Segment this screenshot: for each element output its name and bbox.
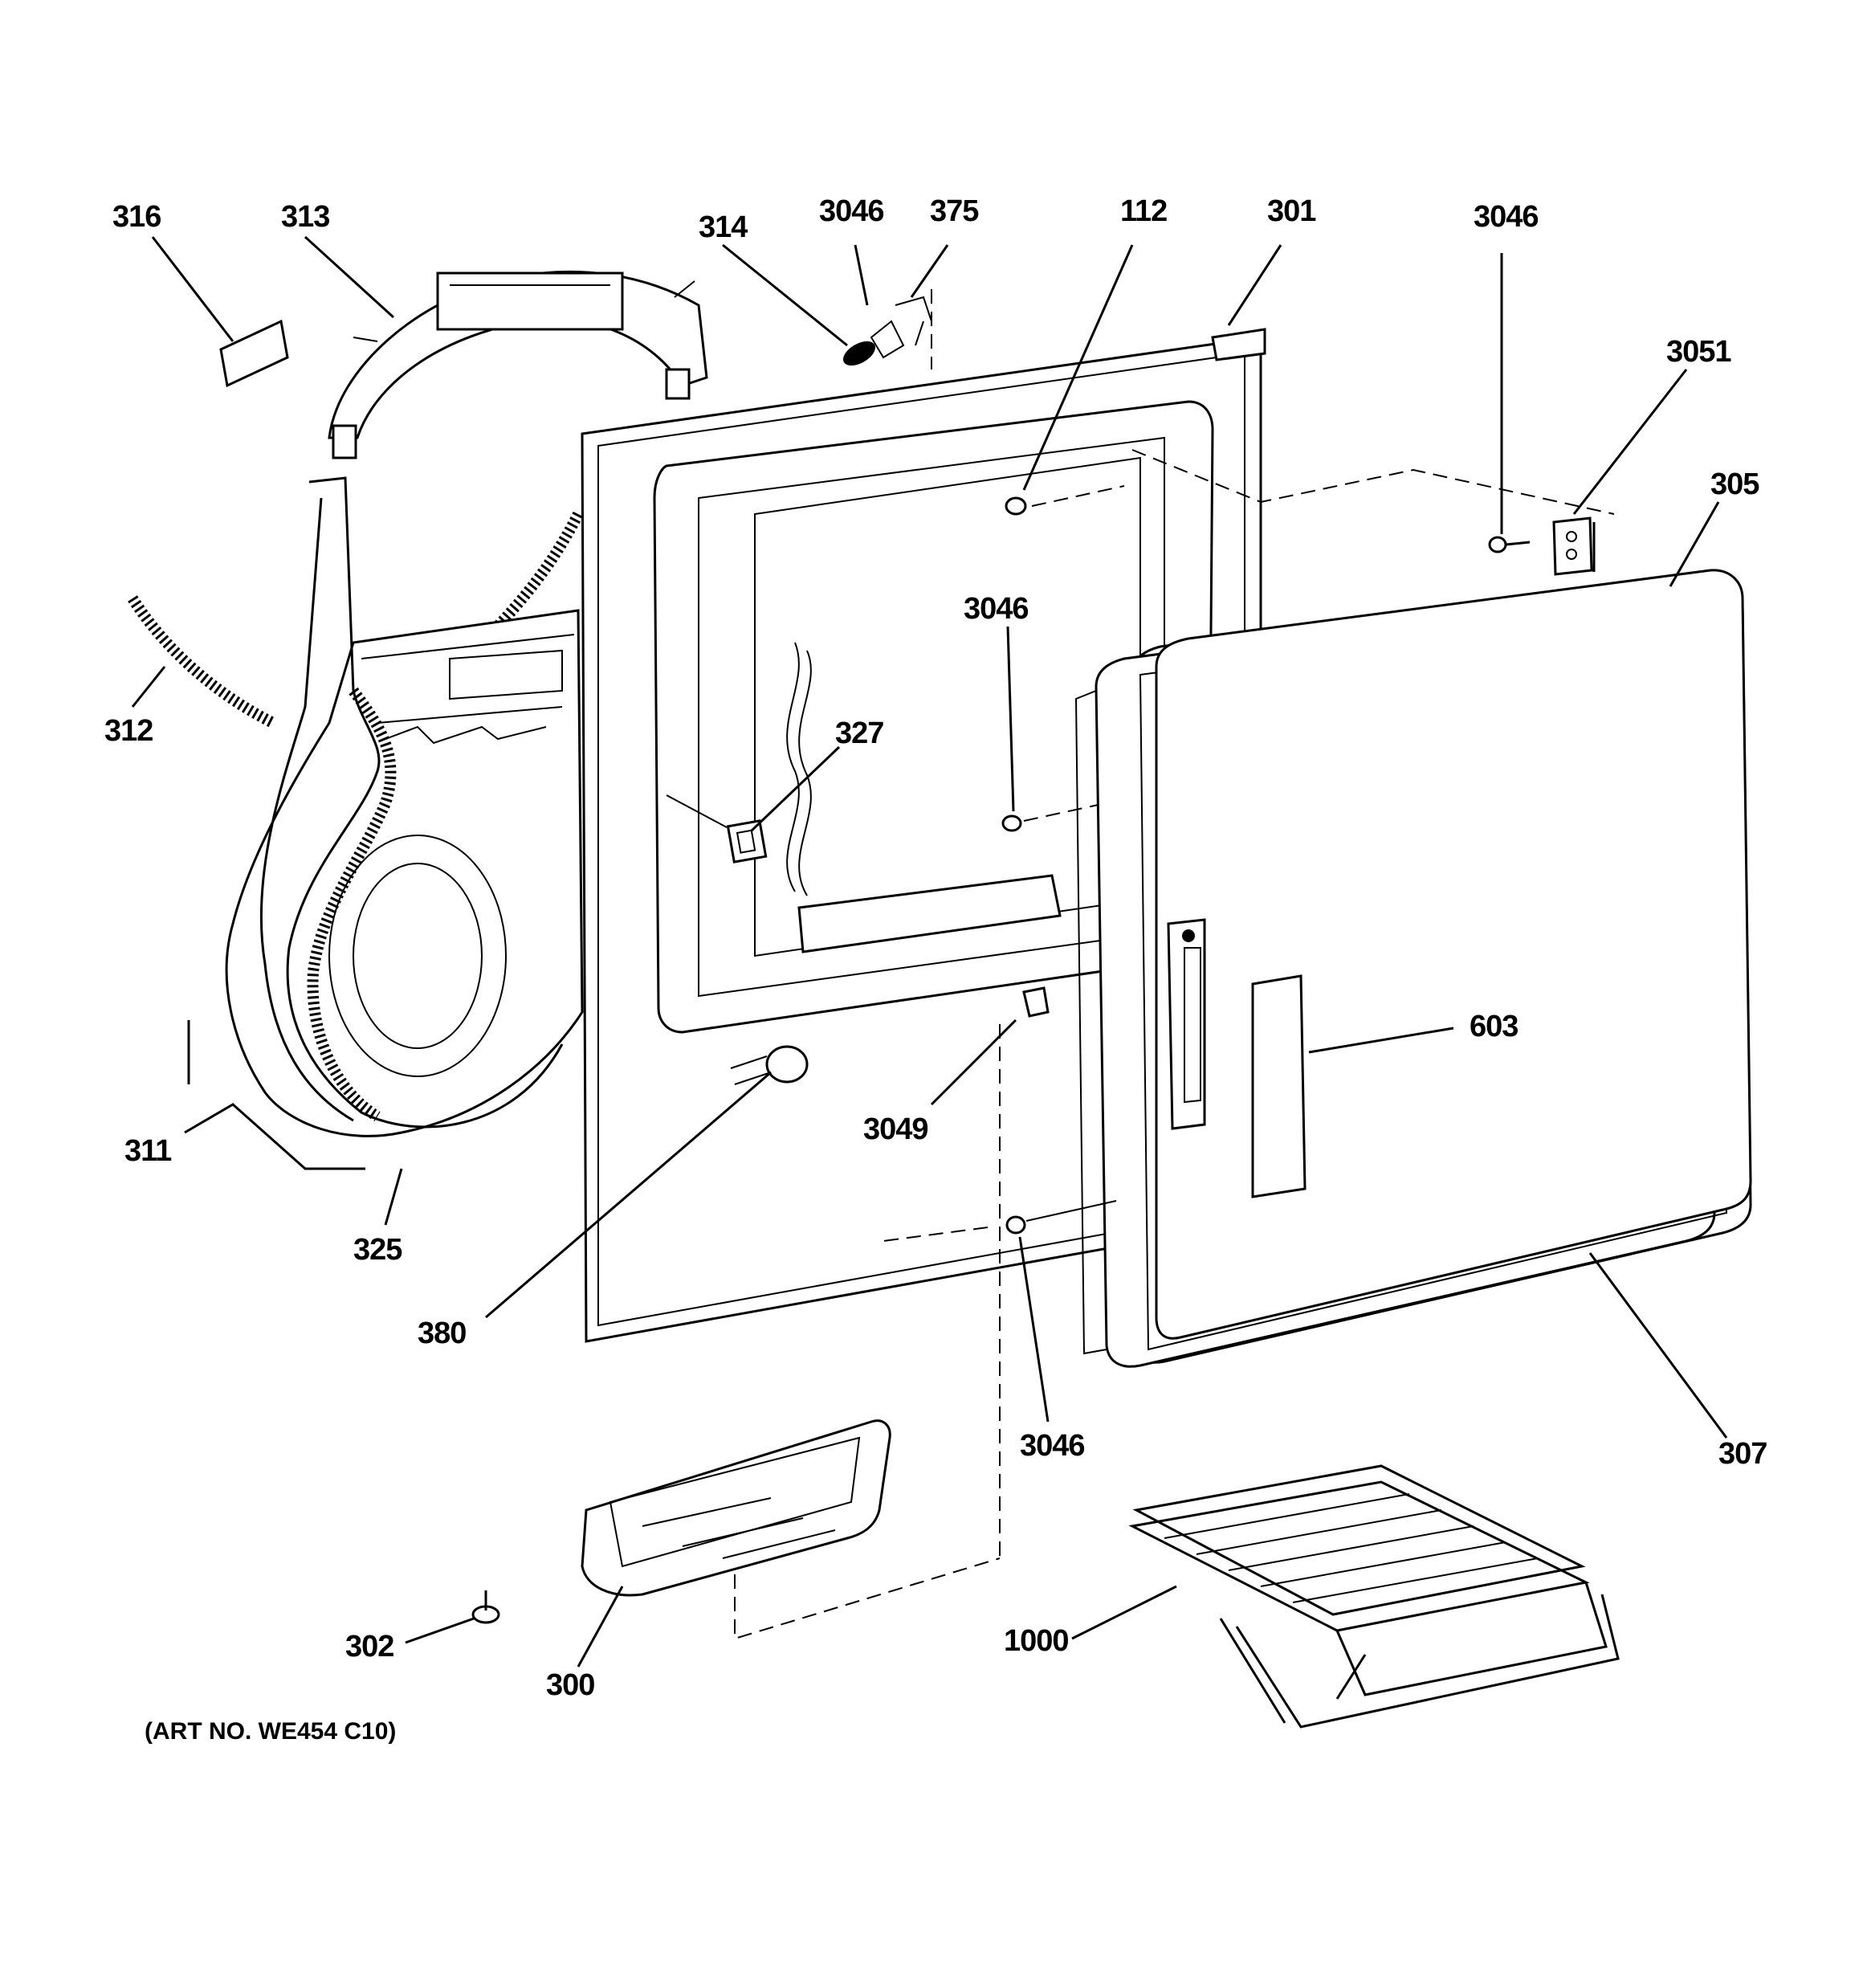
label-313: 313 bbox=[281, 200, 329, 234]
label-375: 375 bbox=[930, 194, 979, 228]
label-302: 302 bbox=[345, 1630, 393, 1663]
label-305: 305 bbox=[1710, 467, 1759, 501]
label-300: 300 bbox=[546, 1668, 594, 1702]
label-3051: 3051 bbox=[1666, 335, 1731, 369]
label-316: 316 bbox=[112, 200, 161, 234]
label-325: 325 bbox=[353, 1233, 402, 1267]
label-327: 327 bbox=[835, 716, 883, 750]
part-3046-screw-lower bbox=[883, 1200, 1117, 1242]
label-312: 312 bbox=[104, 714, 153, 748]
label-603: 603 bbox=[1470, 1010, 1518, 1043]
part-313-upper-arc bbox=[328, 270, 708, 459]
part-302-screw bbox=[471, 1590, 500, 1624]
part-3046-screw-center bbox=[1001, 798, 1125, 832]
part-1000-rack bbox=[1128, 1464, 1620, 1729]
label-301: 301 bbox=[1267, 194, 1316, 228]
part-380-switch bbox=[730, 1045, 809, 1085]
label-311: 311 bbox=[124, 1134, 172, 1168]
label-307: 307 bbox=[1718, 1437, 1767, 1471]
part-314-lamp bbox=[843, 289, 932, 369]
part-300-lint-filter bbox=[581, 1419, 1001, 1640]
part-labels: 316 313 314 3046 375 112 301 3046 3051 3… bbox=[104, 194, 1767, 1702]
part-301-front-panel bbox=[581, 328, 1266, 1343]
label-3046-top: 3046 bbox=[819, 194, 884, 228]
part-311-front-bulkhead bbox=[225, 609, 584, 1137]
part-325-gasket bbox=[259, 476, 564, 1129]
art-number: (ART NO. WE454 C10) bbox=[145, 1718, 396, 1745]
part-3051-hinge bbox=[1488, 516, 1596, 576]
label-3046-lower: 3046 bbox=[1020, 1429, 1085, 1463]
label-112: 112 bbox=[1120, 194, 1167, 228]
assembly-line-top bbox=[1131, 449, 1615, 515]
label-314: 314 bbox=[699, 210, 748, 244]
leader-lines bbox=[131, 235, 1728, 1668]
label-3046-center: 3046 bbox=[964, 592, 1029, 626]
label-380: 380 bbox=[418, 1316, 466, 1350]
part-3049-strike bbox=[999, 986, 1050, 1558]
label-3049: 3049 bbox=[863, 1112, 928, 1146]
part-327-switch bbox=[666, 794, 768, 863]
part-112-screw bbox=[1005, 485, 1125, 516]
label-1000: 1000 bbox=[1004, 1624, 1069, 1658]
part-316-strip bbox=[219, 319, 289, 388]
label-3046-right: 3046 bbox=[1474, 200, 1539, 234]
part-603-handle bbox=[1167, 918, 1307, 1198]
